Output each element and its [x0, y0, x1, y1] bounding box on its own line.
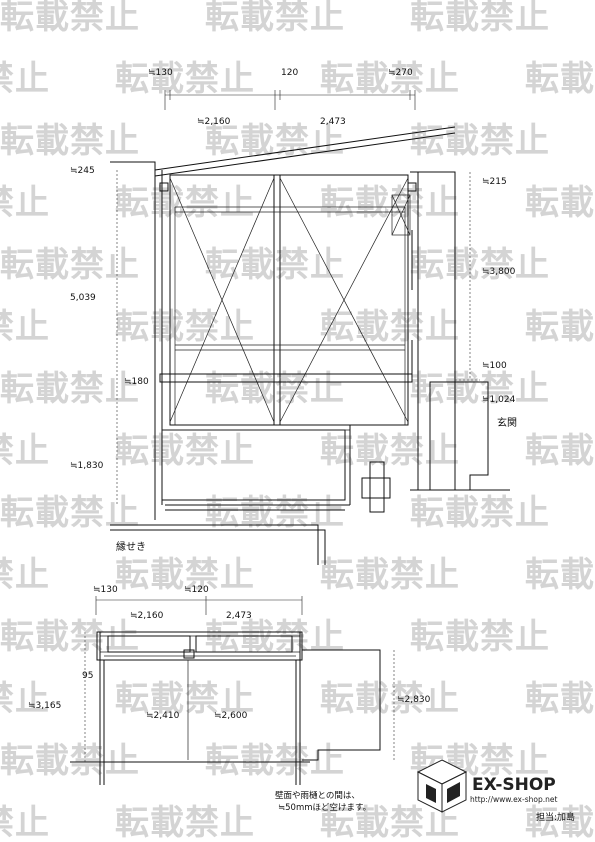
watermark-text: 転載禁止	[0, 679, 50, 719]
plan-dim-inner-right: ≒2,600	[214, 711, 248, 721]
watermark-text: 転載禁止	[205, 741, 345, 781]
watermark-text: 転載禁止	[205, 0, 345, 37]
watermark-text: 転載禁止	[525, 431, 595, 471]
watermark-text: 転載禁止	[525, 803, 595, 842]
watermark-text: 転載禁止	[410, 121, 550, 161]
watermark-text: 転載禁止	[525, 307, 595, 347]
watermark-text: 転載禁止	[320, 431, 460, 471]
plan-drawing: ≒130 ≒120 ≒2,160 2,473 95 ≒3,165 ≒2,410 …	[28, 585, 431, 813]
watermark-text: 転載禁止	[115, 679, 255, 719]
watermark-text: 転載禁止	[0, 59, 50, 99]
watermark-text: 転載禁止	[525, 59, 595, 99]
note-line-2: ≒50mmほど空けます。	[278, 802, 371, 813]
plan-dim-left-small: 95	[82, 671, 93, 681]
brand-url: http://www.ex-shop.net	[470, 795, 557, 804]
plan-dim-right-span: 2,473	[226, 611, 252, 621]
watermark-text: 転載禁止	[410, 0, 550, 37]
plan-dim-total-depth: ≒3,165	[28, 701, 61, 711]
dim-right-top-offset: ≒215	[482, 177, 507, 187]
watermark-text: 転載禁止	[205, 617, 345, 657]
label-curb: 縁せき	[116, 540, 146, 553]
watermark-text: 転載禁止	[410, 245, 550, 285]
watermark-text: 転載禁止	[205, 493, 345, 533]
plan-dim-inner-left: ≒2,410	[146, 711, 180, 721]
watermark-text: 転載禁止	[320, 555, 460, 595]
watermark-text: 転載禁止	[410, 493, 550, 533]
watermark-text: 転載禁止	[115, 59, 255, 99]
watermark-text: 転載禁止	[0, 493, 140, 533]
watermark-text: 転載禁止	[320, 59, 460, 99]
dim-top-right-gap: ≒270	[388, 68, 413, 78]
watermark-text: 転載禁止	[115, 555, 255, 595]
watermark-text: 転載禁止	[320, 679, 460, 719]
watermark-text: 転載禁止	[205, 121, 345, 161]
dim-right-low-height: ≒1,024	[482, 395, 516, 405]
dim-right-lower: ≒100	[482, 361, 507, 371]
watermark-text: 転載禁止	[320, 307, 460, 347]
dim-left-top-offset: ≒245	[70, 166, 95, 176]
watermark-text: 転載禁止	[410, 369, 550, 409]
watermark-text: 転載禁止	[0, 431, 50, 471]
plan-dim-top-left-gap: ≒130	[93, 585, 118, 595]
watermark-text: 転載禁止	[115, 307, 255, 347]
plan-dim-left-span: ≒2,160	[130, 611, 164, 621]
watermark-text: 転載禁止	[0, 245, 140, 285]
watermark-text: 転載禁止	[115, 803, 255, 842]
dim-bottom-height: ≒1,830	[70, 461, 104, 471]
dim-total-height: 5,039	[70, 293, 96, 303]
dim-top-mid-gap: 120	[281, 68, 298, 78]
watermark-text: 転載禁止	[525, 183, 595, 223]
watermark-text: 転載禁止	[320, 803, 460, 842]
watermark-text: 転載禁止	[0, 741, 140, 781]
watermark-text: 転載禁止	[525, 679, 595, 719]
watermark-text: 転載禁止	[525, 555, 595, 595]
brand-logo: EX-SHOP http://www.ex-shop.net 担当:加島	[416, 759, 575, 823]
watermark-text: 転載禁止	[115, 183, 255, 223]
watermark-text: 転載禁止	[0, 803, 50, 842]
watermark-text: 転載禁止	[410, 617, 550, 657]
plan-dim-right-depth: ≒2,830	[397, 695, 431, 705]
brand-name: EX-SHOP	[472, 775, 556, 795]
cube-icon	[416, 759, 468, 813]
watermark-text: 転載禁止	[115, 431, 255, 471]
watermark-text: 転載禁止	[0, 617, 140, 657]
plan-dim-top-mid-gap: ≒120	[184, 585, 209, 595]
staff-name: 担当:加島	[536, 811, 575, 823]
watermark-text: 転載禁止	[205, 245, 345, 285]
dim-top-left-gap: ≒130	[148, 68, 173, 78]
dim-mid-height: ≒180	[124, 377, 149, 387]
elevation-drawing: ≒130 120 ≒270 ≒2,160 2,473 ≒245 ≒215 5,0…	[70, 68, 517, 565]
watermark-text: 転載禁止	[0, 183, 50, 223]
dim-right-span: 2,473	[320, 117, 346, 127]
label-entrance: 玄関	[497, 416, 517, 429]
watermark-text: 転載禁止	[0, 555, 50, 595]
note-line-1: 壁面や雨樋との間は、	[275, 790, 360, 801]
watermark-text: 転載禁止	[0, 369, 140, 409]
watermark-text: 転載禁止	[0, 307, 50, 347]
watermark-text: 転載禁止	[320, 183, 460, 223]
dim-right-height: ≒3,800	[482, 267, 516, 277]
watermark-text: 転載禁止	[0, 0, 140, 37]
watermark-text: 転載禁止	[0, 121, 140, 161]
watermark-text: 転載禁止	[205, 369, 345, 409]
dim-left-span: ≒2,160	[197, 117, 231, 127]
